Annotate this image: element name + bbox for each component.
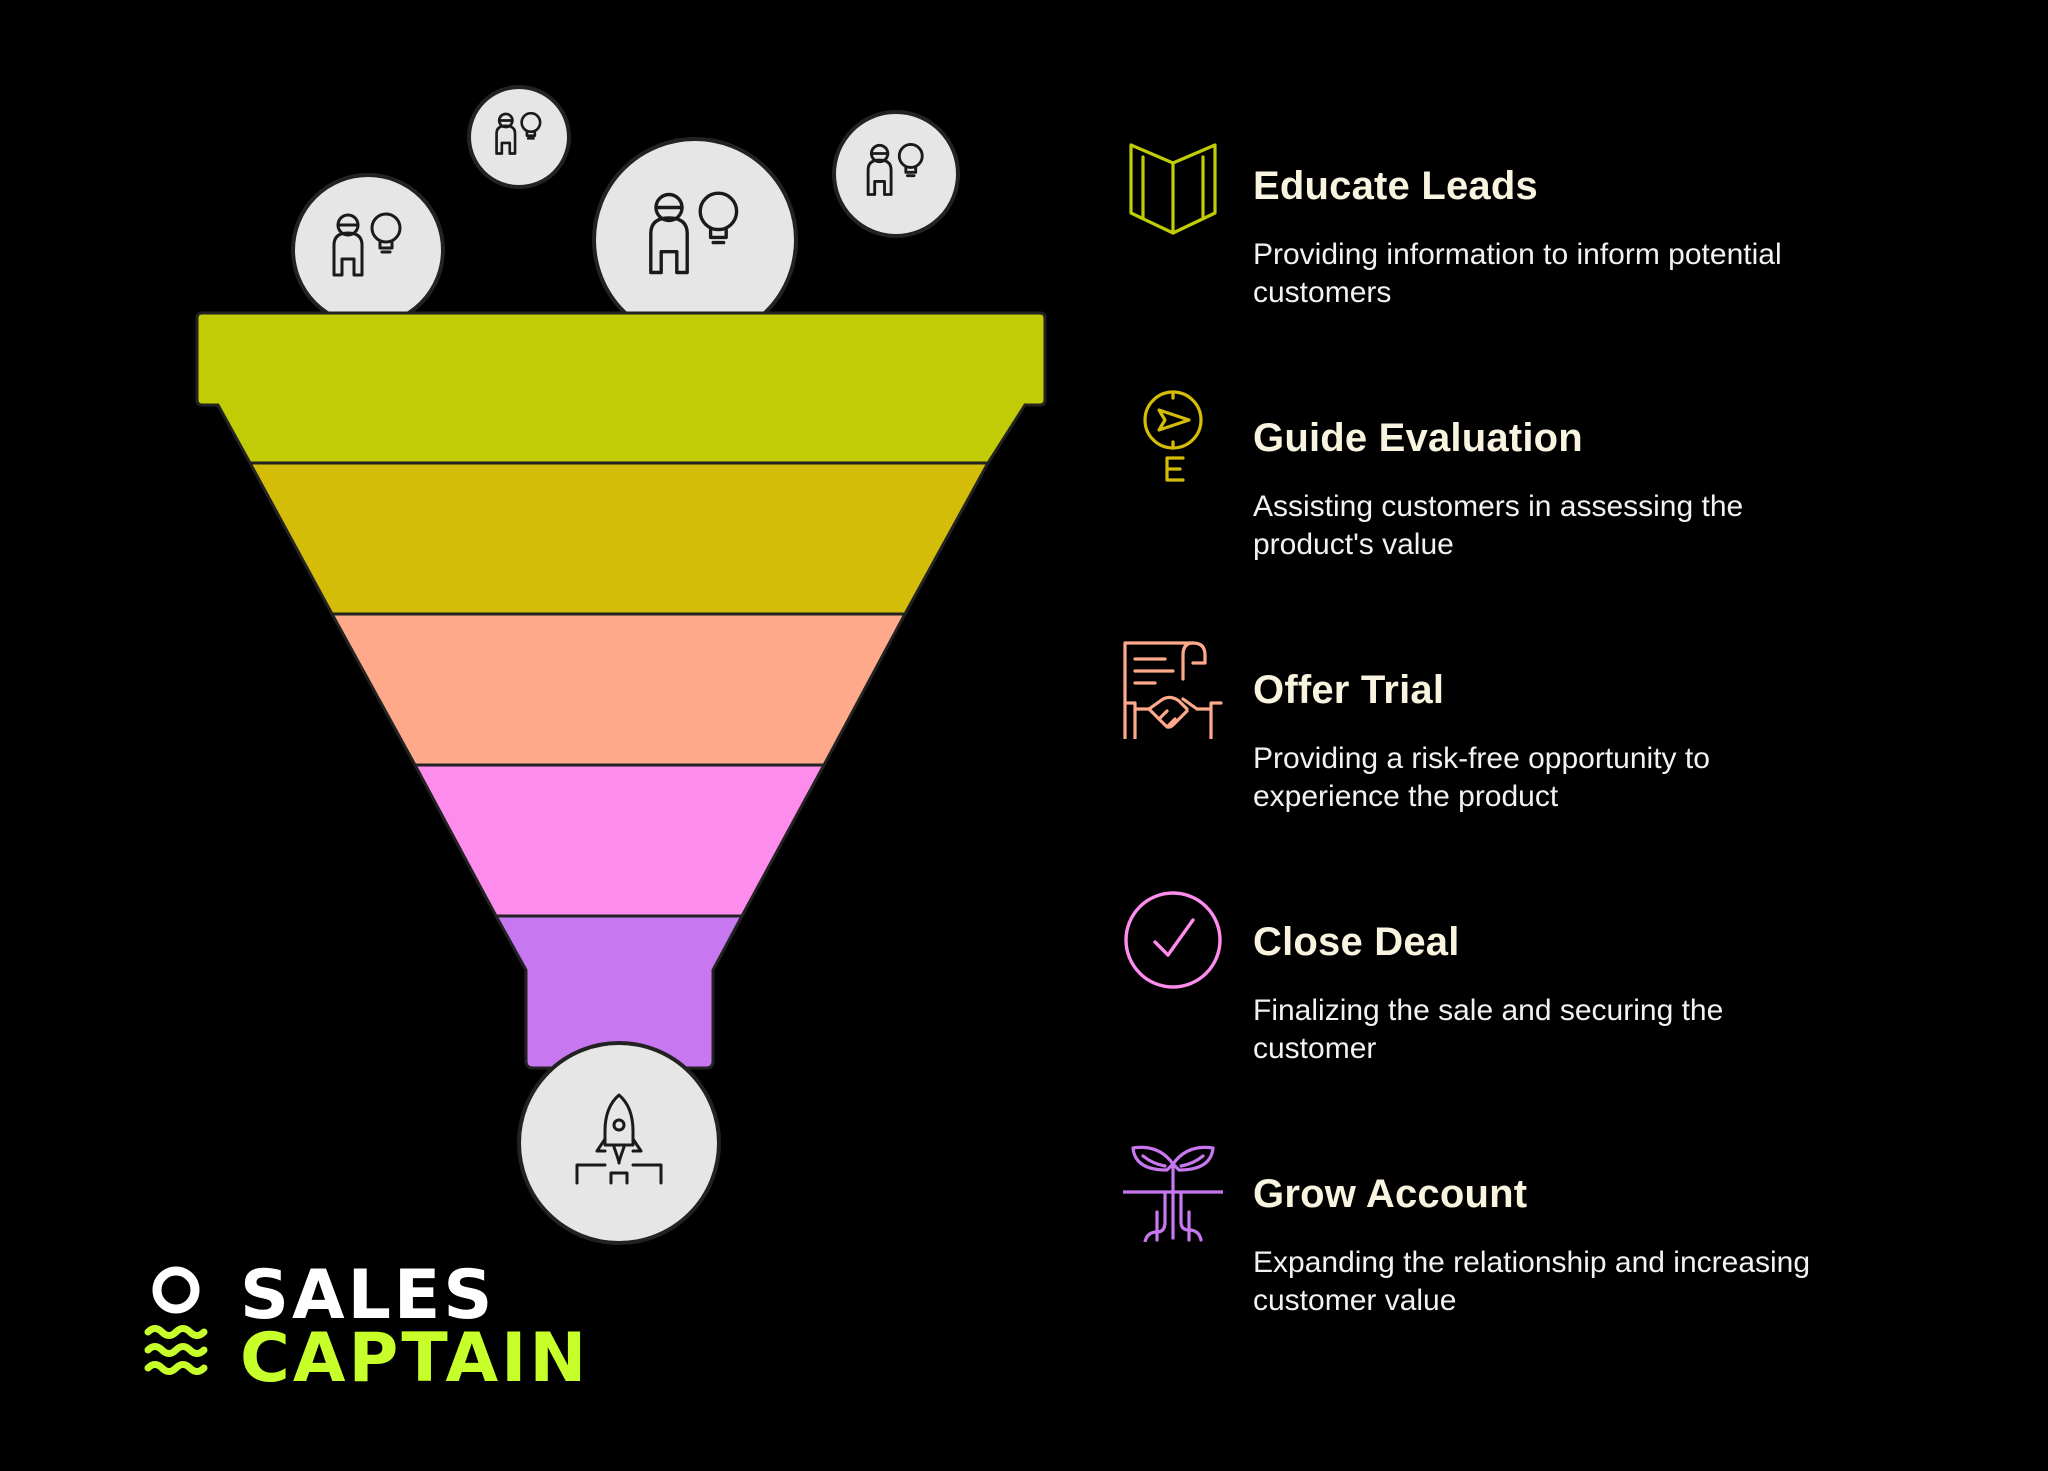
stage-4-description: Finalizing the sale and securing the cus… <box>1253 994 1724 1065</box>
funnel-stage-3 <box>329 612 908 767</box>
funnel-stage-5 <box>493 914 745 1070</box>
logo-line-1: SALES <box>240 1256 496 1335</box>
funnel-stage-1 <box>195 311 1047 465</box>
plant-growth-icon <box>1123 1145 1223 1242</box>
stage-1-description: Providing information to inform potentia… <box>1253 238 1782 309</box>
captain-logo-icon <box>144 1266 208 1375</box>
stage-5-description: Expanding the relationship and increasin… <box>1253 1246 1811 1317</box>
person-idea-icon <box>332 212 402 277</box>
stage-2-title: Guide Evaluation <box>1253 416 1583 460</box>
contract-handshake-icon <box>1123 641 1223 739</box>
book-icon <box>1129 143 1217 235</box>
lead-bubble-2 <box>467 85 571 189</box>
logo-line-2: CAPTAIN <box>240 1319 590 1398</box>
stage-5-title: Grow Account <box>1253 1172 1528 1216</box>
stage-1-title: Educate Leads <box>1253 164 1538 208</box>
stage-3-title: Offer Trial <box>1253 668 1445 712</box>
lead-bubble-1 <box>291 173 445 327</box>
stage-4-title: Close Deal <box>1253 920 1460 964</box>
rocket-launch-icon <box>575 1093 663 1185</box>
person-idea-icon <box>866 143 924 196</box>
outcome-bubble <box>517 1041 721 1245</box>
lead-bubble-3 <box>592 137 798 343</box>
compass-icon <box>1143 390 1203 482</box>
person-idea-icon <box>495 111 542 155</box>
person-idea-icon <box>649 191 739 275</box>
funnel-stage-4 <box>412 763 827 918</box>
stage-3-description: Providing a risk-free opportunity to exp… <box>1253 742 1710 813</box>
check-circle-icon <box>1124 891 1222 989</box>
funnel-stage-2 <box>247 461 991 616</box>
stage-2-description: Assisting customers in assessing the pro… <box>1253 490 1744 561</box>
lead-bubble-4 <box>832 110 960 238</box>
